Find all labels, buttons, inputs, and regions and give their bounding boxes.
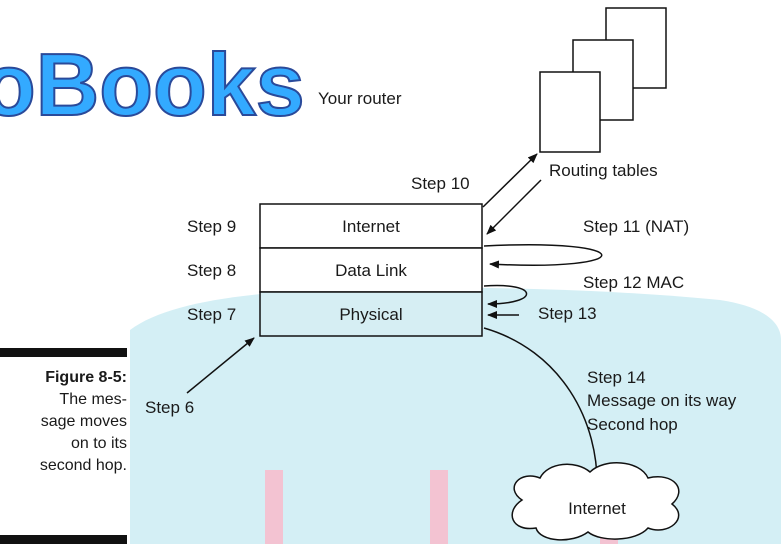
arrow-step-6 <box>186 337 255 394</box>
router-title: Your router <box>318 89 402 108</box>
arrow-step-13-loop <box>483 284 528 308</box>
layer-internet <box>259 203 483 249</box>
link-to-internet-cloud <box>483 327 598 493</box>
arrow-step-10-up <box>482 153 538 208</box>
background-stripe-1 <box>265 470 283 544</box>
caption-line-4: second hop. <box>39 457 127 474</box>
step-6-label: Step 6 <box>145 398 194 417</box>
internet-cloud-label: Internet <box>568 499 626 518</box>
caption-line-2: sage moves <box>40 413 127 430</box>
brand-logo: oBooks <box>0 35 305 134</box>
step-14-line-3: Second hop <box>587 415 678 434</box>
arrow-step-11-loop <box>483 244 603 269</box>
step-11-label: Step 11 (NAT) <box>583 217 689 236</box>
background-stripe-2 <box>430 470 448 544</box>
step-7-label: Step 7 <box>187 305 236 324</box>
caption-title: Figure 8-5: <box>45 369 127 386</box>
layer-physical-label: Physical <box>339 305 402 324</box>
caption-rule-bottom <box>0 535 127 544</box>
layer-data-link <box>259 247 483 293</box>
step-10-label: Step 10 <box>411 174 470 193</box>
caption-rule-top <box>0 348 127 357</box>
internet-cloud <box>511 462 680 541</box>
step-13-label: Step 13 <box>538 304 597 323</box>
layer-physical <box>259 291 483 337</box>
layer-internet-label: Internet <box>342 217 400 236</box>
step-12-label: Step 12 MAC <box>583 273 684 292</box>
step-9-label: Step 9 <box>187 217 236 236</box>
layer-data-link-label: Data Link <box>335 261 407 280</box>
step-14-line-1: Step 14 <box>587 368 646 387</box>
caption-line-3: on to its <box>70 435 127 452</box>
arrow-step-10-down <box>486 179 542 235</box>
routing-table-page-1 <box>539 71 601 153</box>
caption-line-1: The mes- <box>59 391 127 408</box>
step-14-line-2: Message on its way <box>587 391 737 410</box>
routing-tables-label: Routing tables <box>549 161 658 180</box>
step-8-label: Step 8 <box>187 261 236 280</box>
figure-caption: Figure 8-5: The mes- sage moves on to it… <box>40 367 127 477</box>
